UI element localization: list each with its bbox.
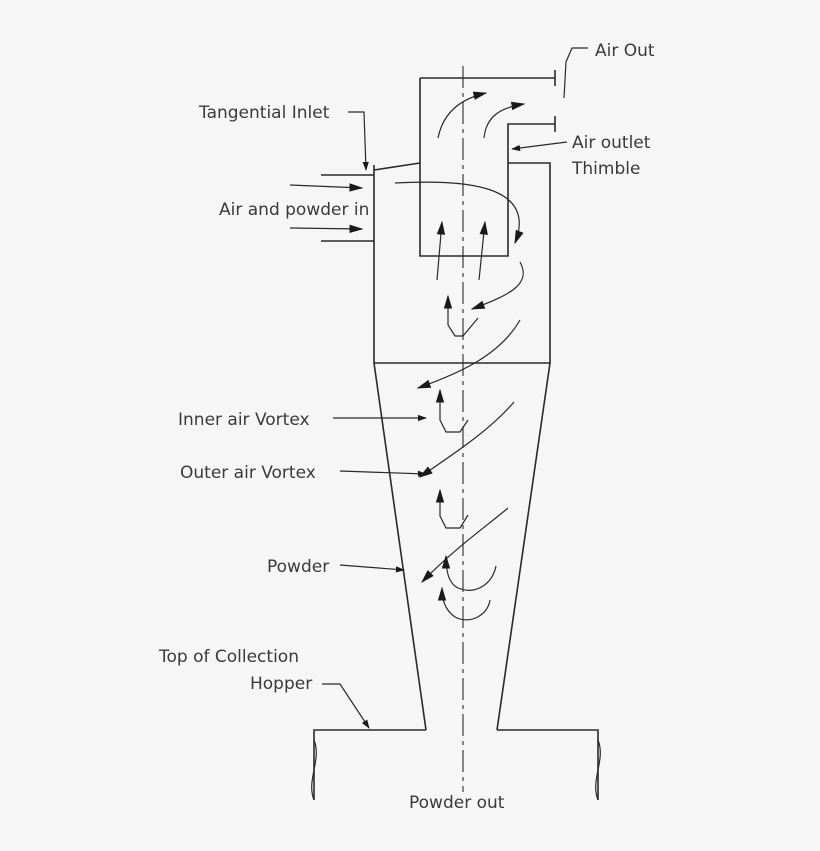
outlet-tube-left-wall: [419, 78, 555, 257]
label-powder-out: Powder out: [409, 793, 505, 813]
rising-arrow-1: [436, 220, 446, 281]
label-hopper: Hopper: [250, 674, 312, 694]
tangential-inlet-leader: [348, 111, 369, 171]
label-tangential-inlet: Tangential Inlet: [198, 103, 330, 123]
inner-vortex-hook-3: [435, 488, 469, 529]
outer-swirl-top: [394, 181, 524, 245]
cylinder-wall: [373, 162, 551, 364]
label-outer-vortex: Outer air Vortex: [180, 463, 316, 483]
outer-vortex-leader: [339, 470, 427, 477]
air-outlet-leader: [511, 141, 568, 152]
label-air-powder-in: Air and powder in: [219, 200, 369, 220]
hopper-leader: [322, 683, 370, 729]
inner-vortex-hook-2: [435, 388, 469, 433]
label-powder: Powder: [267, 557, 329, 577]
hopper-break-right: [595, 739, 601, 801]
cone-wall: [373, 362, 551, 731]
hopper-break-left: [311, 739, 317, 801]
rising-arrow-2: [478, 220, 488, 281]
exit-arrow-1: [437, 91, 488, 139]
outer-swirl-cone-3: [421, 507, 509, 584]
outer-swirl-cone-1: [416, 319, 521, 389]
bottom-spiral-upper: [441, 554, 497, 591]
inlet-arrow-upper: [289, 183, 364, 192]
labels: Air Out Tangential Inlet Air outlet Thim…: [158, 41, 655, 813]
outer-swirl-mid: [470, 261, 524, 310]
outer-swirl-cone-2: [418, 401, 515, 478]
label-top-collection: Top of Collection: [158, 647, 299, 667]
label-air-outlet: Air outlet: [572, 133, 651, 153]
label-inner-vortex: Inner air Vortex: [178, 410, 310, 430]
label-air-out: Air Out: [595, 41, 655, 61]
inlet-arrow-lower: [289, 224, 364, 234]
inner-vortex-hook-1: [443, 294, 479, 337]
leader-lines: [322, 47, 588, 729]
label-thimble: Thimble: [571, 159, 640, 179]
cyclone-body: [311, 70, 601, 801]
bottom-spiral-lower: [437, 586, 491, 621]
flow-arrows: [289, 91, 526, 621]
exit-arrow-2: [483, 101, 526, 139]
powder-leader: [339, 564, 405, 573]
air-out-leader: [563, 47, 588, 99]
collection-hopper: [313, 729, 599, 800]
